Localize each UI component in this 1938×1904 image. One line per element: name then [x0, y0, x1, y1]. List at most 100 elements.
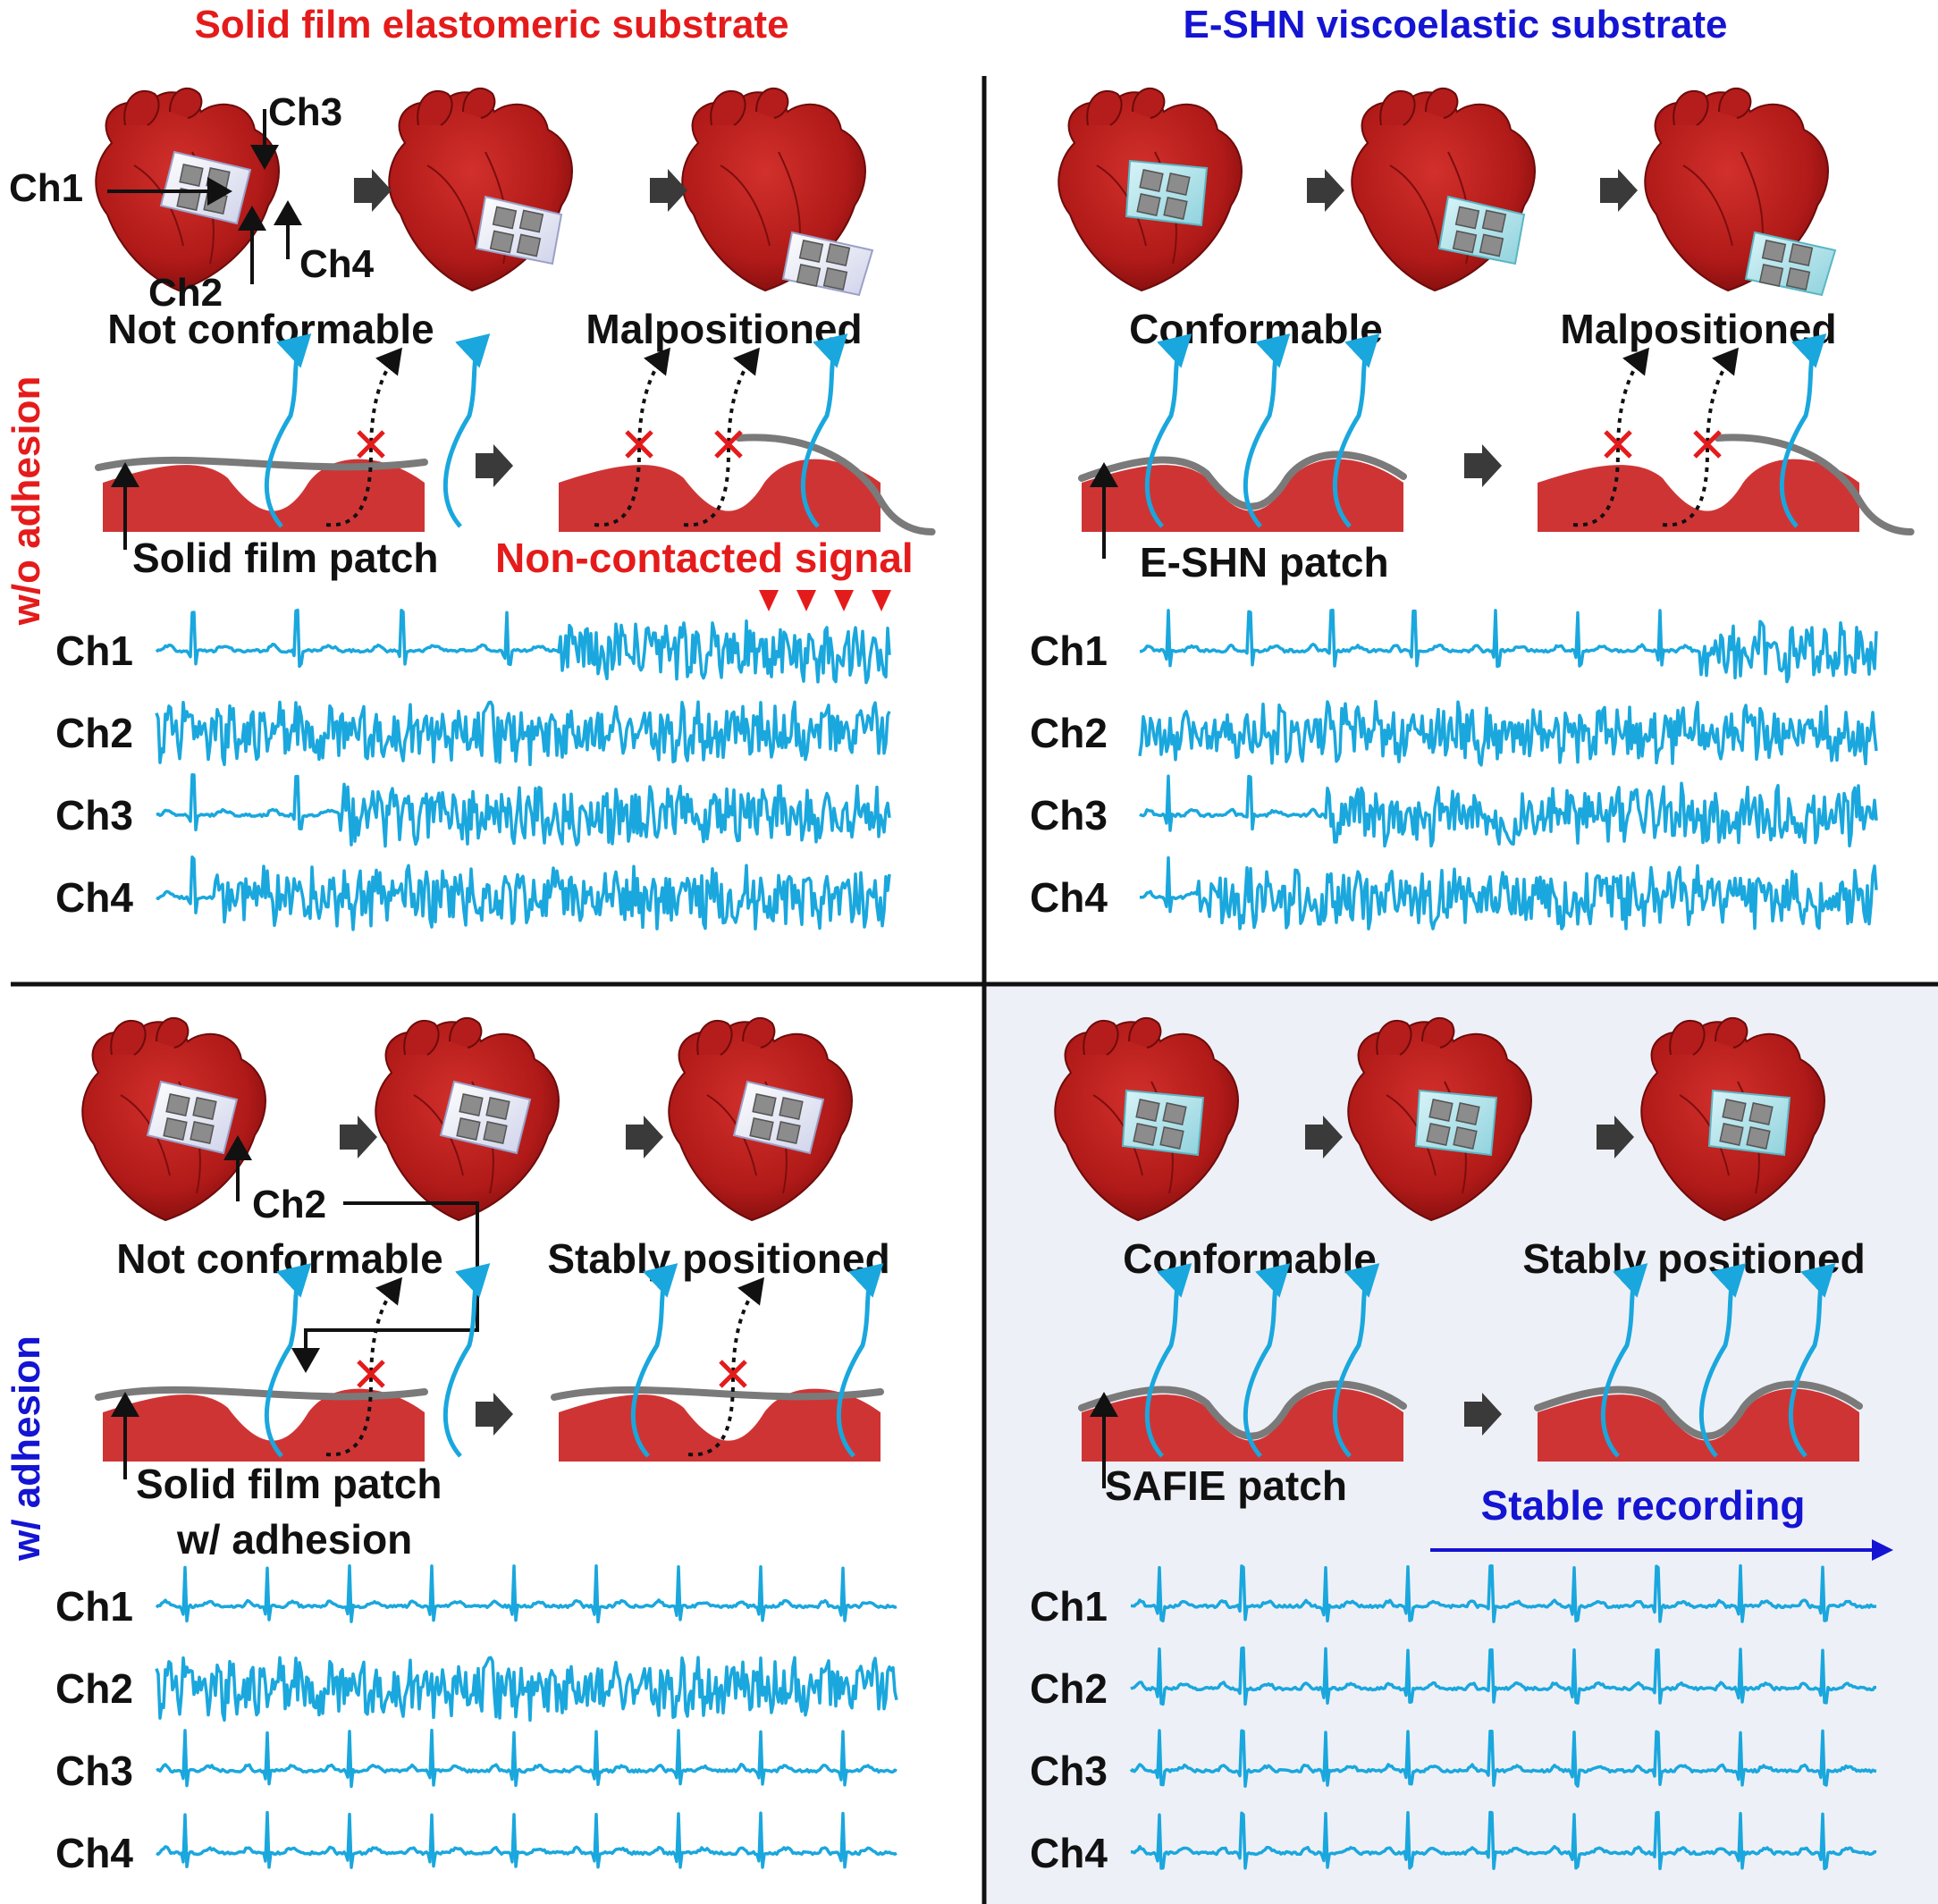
channel-label: Ch1 — [55, 628, 133, 674]
blocked-signal-arrow — [687, 1276, 764, 1457]
header-left: Solid film elastomeric substrate — [194, 3, 788, 46]
tissue-schematic — [1078, 1263, 1407, 1488]
tissue — [559, 1388, 881, 1462]
electrode-pad — [1455, 1102, 1480, 1125]
contacted-signal-arrow — [1600, 1263, 1648, 1458]
heart-illustration — [681, 87, 874, 297]
electrode-pad — [456, 1117, 481, 1141]
channel-label: Ch1 — [55, 1583, 133, 1630]
channel-label: Ch1 — [1030, 628, 1108, 674]
contacted-signal-arrow — [836, 1263, 884, 1458]
electrode-pad — [179, 164, 204, 187]
row-label-bottom: w/ adhesion — [4, 1335, 48, 1562]
channel-label: Ch3 — [55, 792, 133, 838]
heart-illustration — [375, 1016, 560, 1222]
step-arrow — [1464, 1393, 1502, 1436]
contacted-signal-arrow — [1332, 1263, 1380, 1458]
tissue-schematic — [551, 1263, 884, 1462]
blocked-x-mark — [1693, 430, 1722, 459]
electrode-pad — [516, 233, 542, 257]
tissue-schematic — [559, 333, 936, 535]
electrode-pad — [190, 1121, 215, 1144]
step-arrow — [476, 1393, 513, 1436]
electrode-pad — [1135, 1099, 1160, 1122]
electrode-pad — [203, 191, 228, 215]
ecg-trace — [1139, 608, 1878, 684]
electrode-pad — [1166, 173, 1191, 196]
contacted-signal-arrow — [800, 333, 848, 528]
ecg-trace — [156, 1810, 897, 1869]
channel-label: Ch2 — [55, 710, 133, 756]
step-arrow — [1464, 444, 1502, 487]
heart-illustration — [1640, 1016, 1825, 1222]
channel-label: Ch2 — [55, 1665, 133, 1712]
electrode-pad — [1758, 264, 1784, 287]
ecg-trace — [1139, 774, 1878, 848]
channel-label: Ch3 — [55, 1748, 133, 1794]
blocked-x-mark — [357, 1360, 385, 1388]
ecg-trace — [155, 700, 891, 767]
blocked-x-mark — [625, 430, 653, 459]
tissue-schematic — [1078, 333, 1407, 559]
electrode-pad — [485, 1097, 510, 1120]
panel-top-right: Conformable Malpositioned E-SHN patch Ch… — [1030, 87, 1915, 931]
step-arrow — [354, 169, 392, 212]
electrode-pad — [492, 206, 518, 230]
ecg-trace — [156, 1728, 897, 1789]
electrode-pad — [1159, 1126, 1184, 1150]
heart-illustration — [81, 1016, 266, 1222]
tissue — [1538, 459, 1859, 532]
ecg-trace — [1138, 699, 1878, 767]
bl-patch-label-line1: Solid film patch — [136, 1461, 442, 1507]
blocked-signal-arrow — [683, 347, 760, 527]
blocked-x-mark — [1604, 430, 1632, 459]
electrode-pad — [192, 1097, 217, 1120]
br-patch-label: SAFIE patch — [1105, 1462, 1347, 1509]
contacted-signal-arrow — [1144, 1263, 1192, 1458]
tl-note: Non-contacted signal — [495, 535, 914, 581]
tissue-schematic — [1534, 1263, 1863, 1462]
tl-status-right: Malpositioned — [586, 306, 862, 352]
bl-patch-label-line2: w/ adhesion — [176, 1516, 412, 1563]
patch-line — [551, 1386, 884, 1401]
panel-bottom-left: Ch2 Not conformable Stably positioned So… — [55, 1016, 898, 1876]
heart-illustration — [1644, 87, 1837, 297]
blocked-x-mark — [357, 430, 385, 459]
bl-status-right: Stably positioned — [547, 1235, 889, 1282]
blocked-signal-arrow — [1662, 347, 1739, 527]
tr-status-right: Malpositioned — [1560, 306, 1836, 352]
contacted-signal-arrow — [1788, 1263, 1836, 1458]
channel-label: Ch1 — [1030, 1583, 1108, 1630]
tissue — [103, 1388, 425, 1462]
step-arrow — [1597, 1116, 1634, 1158]
step-arrow — [1600, 169, 1638, 212]
heart-illustration — [1347, 1016, 1532, 1222]
contacted-signal-arrow — [1144, 333, 1192, 528]
patch-line — [95, 1386, 428, 1401]
electrode-pad — [483, 1121, 508, 1144]
heart-illustration — [1054, 1016, 1239, 1222]
electrode-pad — [1162, 1102, 1187, 1125]
tissue — [103, 459, 425, 532]
electrode-pad — [1748, 1102, 1774, 1125]
contacted-signal-arrow — [1243, 333, 1291, 528]
tissue — [1082, 1388, 1403, 1462]
contacted-signal-arrow — [1332, 333, 1380, 528]
tissue — [559, 459, 881, 532]
ecg-trace — [1129, 1729, 1877, 1788]
bl-status-left: Not conformable — [116, 1235, 442, 1282]
patch-line — [1714, 434, 1915, 535]
channel-label: Ch4 — [1030, 1830, 1108, 1876]
tissue-schematic — [95, 1263, 491, 1479]
br-note: Stable recording — [1481, 1482, 1806, 1529]
noise-marker-triangle — [834, 590, 854, 611]
channel-label: Ch3 — [1030, 792, 1108, 838]
electrode-pad — [1139, 169, 1164, 192]
electrode-pad — [825, 243, 851, 266]
header-right: E-SHN viscoelastic substrate — [1184, 3, 1728, 46]
step-arrow — [340, 1116, 377, 1158]
channel-label: Ch2 — [1030, 710, 1108, 756]
electrode-pad — [1746, 1126, 1771, 1150]
ecg-trace — [1130, 1646, 1877, 1706]
